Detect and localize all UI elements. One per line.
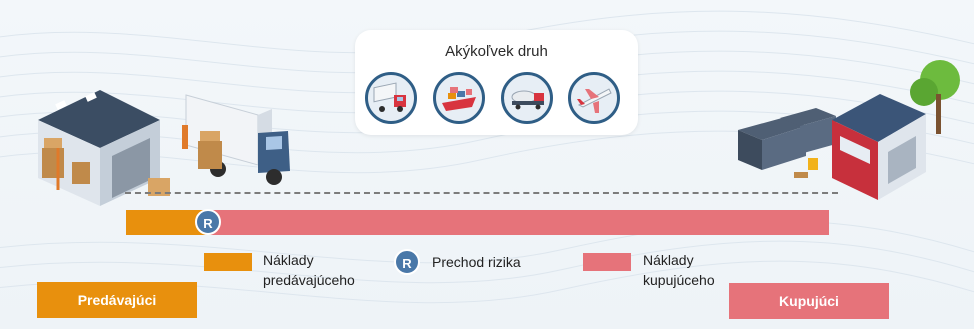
- risk-transfer-marker: R: [195, 209, 221, 235]
- seller-warehouse-illustration: [38, 90, 170, 206]
- buyer-cost-bar: [211, 210, 829, 235]
- ship-icon: [433, 72, 485, 124]
- seller-truck-illustration: [182, 94, 290, 185]
- seller-label: Predávajúci: [37, 282, 197, 318]
- transport-mode-panel: Akýkoľvek druh: [355, 30, 638, 135]
- train-icon: [501, 72, 553, 124]
- legend-seller-costs-label: Náklady predávajúceho: [263, 252, 355, 288]
- buyer-label: Kupujúci: [729, 283, 889, 319]
- legend-buyer-costs-swatch: [583, 253, 631, 271]
- legend-risk-transfer-label: Prechod rizika: [432, 254, 521, 270]
- airplane-icon: [568, 72, 620, 124]
- legend-seller-costs-swatch: [204, 253, 252, 271]
- delivery-route-line: [125, 192, 838, 194]
- transport-mode-title: Akýkoľvek druh: [445, 43, 548, 60]
- legend-risk-transfer-icon: R: [394, 249, 420, 275]
- buyer-warehouse-illustration: [738, 60, 960, 200]
- truck-icon: [365, 72, 417, 124]
- legend-buyer-costs-label: Náklady kupujúceho: [643, 252, 715, 288]
